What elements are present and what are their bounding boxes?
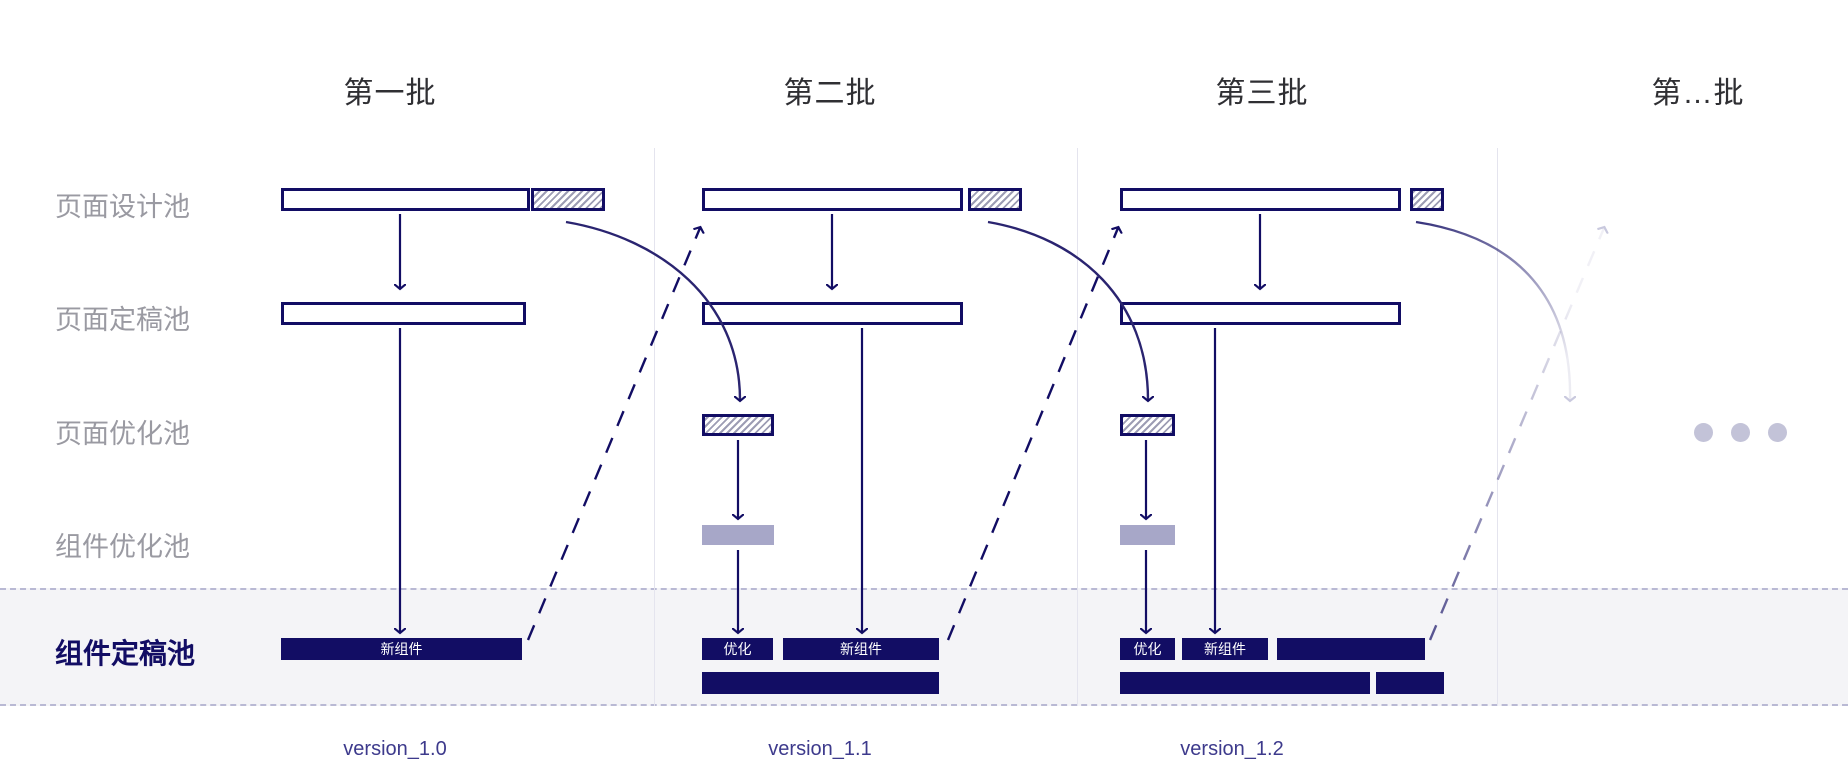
row-label-component-final-pool: 组件定稿池 [55,638,196,669]
row-label-page-design-pool: 页面设计池 [55,192,190,222]
page-design-hatch-batch1[interactable] [531,188,605,211]
column-divider-3 [1497,148,1498,706]
column-header-batch-n: 第…批 [1651,77,1745,110]
component-final-bar-batch3-plain[interactable] [1277,638,1425,660]
column-divider-1 [654,148,655,706]
row-label-page-optimize-pool: 页面优化池 [55,419,190,449]
component-final-bar-label: 优化 [723,641,752,657]
row-label-component-optimize-pool: 组件优化池 [55,532,190,562]
version-label-batch-3: version_1.2 [1180,738,1284,760]
page-design-hatch-batch3[interactable] [1410,188,1444,211]
component-optimize-bar-batch3[interactable] [1120,525,1175,545]
page-optimize-hatch-batch2[interactable] [702,414,774,436]
column-header-batch-1: 第一批 [343,77,437,110]
page-design-bar-batch2[interactable] [702,188,963,211]
version-label-batch-2: version_1.1 [768,738,872,760]
component-final-bar-batch2-opt[interactable]: 优化 [702,638,773,660]
component-final-bar-label: 新组件 [380,641,423,657]
page-final-bar-batch3[interactable] [1120,302,1401,325]
component-final-bar-label: 新组件 [840,641,882,657]
component-final-bar-batch3-row2-b[interactable] [1376,672,1444,694]
page-final-bar-batch1[interactable] [281,302,526,325]
column-header-batch-2: 第二批 [783,77,877,110]
dashed-batch2-compfinal-to-batch3-design [946,228,1118,641]
component-optimize-bar-batch2[interactable] [702,525,774,545]
page-design-bar-batch1[interactable] [281,188,530,211]
dashed-batch3-compfinal-to-next-fading [1428,228,1604,641]
column-divider-2 [1077,148,1078,706]
more-batches-ellipsis-icon [1694,423,1787,442]
component-final-bar-batch3-new[interactable]: 新组件 [1182,638,1268,660]
row-label-page-final-pool: 页面定稿池 [55,305,190,335]
page-optimize-hatch-batch3[interactable] [1120,414,1175,436]
component-final-bar-batch2-row2[interactable] [702,672,939,694]
curve-batch3-hatch-to-next-fading [1415,220,1570,400]
page-design-bar-batch3[interactable] [1120,188,1401,211]
component-final-bar-batch2-new[interactable]: 新组件 [783,638,939,660]
component-final-bar-batch3-opt[interactable]: 优化 [1120,638,1175,660]
page-design-hatch-batch2[interactable] [968,188,1022,211]
version-label-batch-1: version_1.0 [343,738,447,760]
component-final-bar-batch1-new[interactable]: 新组件 [281,638,522,660]
page-final-bar-batch2[interactable] [702,302,963,325]
component-final-bar-label: 新组件 [1204,641,1246,657]
component-final-bar-batch3-row2-a[interactable] [1120,672,1370,694]
component-final-bar-label: 优化 [1133,641,1162,657]
dashed-batch1-compfinal-to-batch2-design [526,228,700,641]
column-header-batch-3: 第三批 [1215,77,1309,110]
